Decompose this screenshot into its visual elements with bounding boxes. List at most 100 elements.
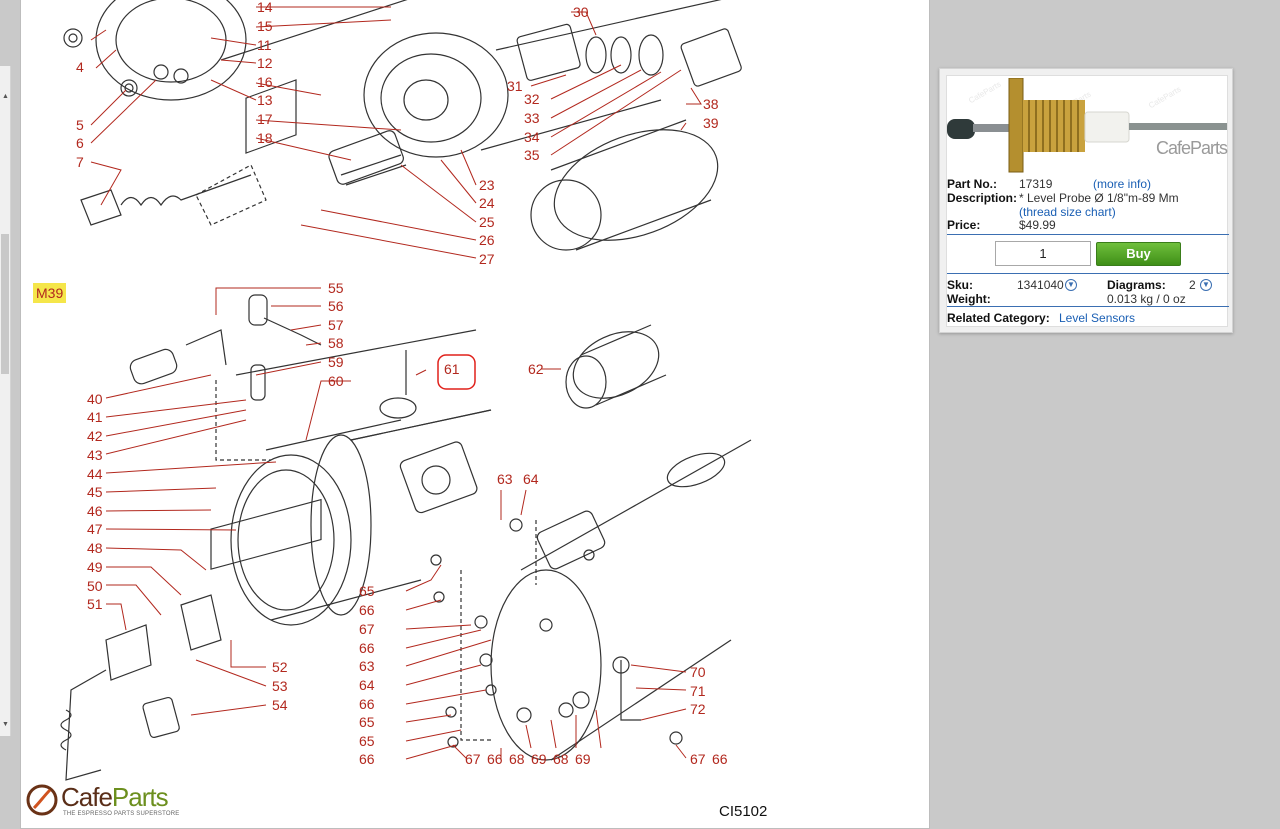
- svg-text:32: 32: [524, 91, 540, 107]
- related-category-label: Related Category:: [947, 311, 1050, 325]
- section-label: M39: [33, 283, 67, 303]
- svg-text:59: 59: [328, 354, 344, 370]
- svg-text:50: 50: [87, 578, 103, 594]
- diagrams-count: 2: [1189, 278, 1196, 292]
- description-label: Description:: [947, 191, 1018, 205]
- svg-text:43: 43: [87, 447, 103, 463]
- divider: [947, 306, 1229, 307]
- highlighted-part-61: [437, 354, 476, 390]
- svg-text:4: 4: [76, 59, 84, 75]
- sku-expand-icon[interactable]: ▼: [1065, 279, 1077, 291]
- weight-label: Weight:: [947, 292, 991, 306]
- thread-size-chart-link[interactable]: (thread size chart): [1019, 205, 1116, 219]
- image-brand-logo: CafeParts: [1155, 138, 1228, 158]
- svg-text:48: 48: [87, 540, 103, 556]
- svg-text:65: 65: [359, 733, 375, 749]
- product-details: CafeParts CafeParts CafeParts CafeParts …: [946, 75, 1229, 327]
- diagrams-label: Diagrams:: [1107, 278, 1166, 292]
- quantity-input[interactable]: [995, 241, 1091, 266]
- svg-text:67: 67: [465, 751, 481, 767]
- svg-text:54: 54: [272, 697, 288, 713]
- svg-text:69: 69: [575, 751, 591, 767]
- diagrams-expand-icon[interactable]: ▼: [1200, 279, 1212, 291]
- svg-text:71: 71: [690, 683, 706, 699]
- level-probe-illustration: [947, 78, 1227, 173]
- product-image[interactable]: CafeParts CafeParts CafeParts CafeParts: [947, 78, 1229, 176]
- svg-text:44: 44: [87, 466, 103, 482]
- svg-text:56: 56: [328, 298, 344, 314]
- sku-label: Sku:: [947, 278, 974, 292]
- svg-text:38: 38: [703, 96, 719, 112]
- logo-tagline: THE ESPRESSO PARTS SUPERSTORE: [63, 811, 180, 817]
- svg-text:66: 66: [359, 640, 375, 656]
- scroll-down-icon[interactable]: ▼: [2, 721, 9, 728]
- svg-text:65: 65: [359, 583, 375, 599]
- svg-text:42: 42: [87, 428, 103, 444]
- svg-text:15: 15: [257, 18, 273, 34]
- svg-text:33: 33: [524, 110, 540, 126]
- svg-text:66: 66: [359, 696, 375, 712]
- svg-text:24: 24: [479, 195, 495, 211]
- divider: [947, 234, 1229, 235]
- svg-text:66: 66: [487, 751, 503, 767]
- diagram-code: CI5102: [719, 803, 768, 820]
- svg-text:67: 67: [359, 621, 375, 637]
- diagram-linework: [60, 0, 752, 781]
- svg-text:55: 55: [328, 280, 344, 296]
- svg-text:35: 35: [524, 147, 540, 163]
- svg-text:26: 26: [479, 232, 495, 248]
- svg-text:62: 62: [528, 361, 544, 377]
- svg-text:67: 67: [690, 751, 706, 767]
- svg-text:34: 34: [524, 129, 540, 145]
- more-info-link[interactable]: (more info): [1093, 177, 1152, 191]
- svg-text:68: 68: [553, 751, 569, 767]
- logo-wordmark-parts: Parts: [111, 782, 169, 812]
- svg-text:64: 64: [359, 677, 375, 693]
- svg-text:58: 58: [328, 335, 344, 351]
- weight-value: 0.013 kg / 0 oz: [1107, 292, 1186, 306]
- svg-text:66: 66: [359, 751, 375, 767]
- svg-text:14: 14: [257, 0, 273, 15]
- svg-text:47: 47: [87, 521, 103, 537]
- svg-text:64: 64: [523, 471, 539, 487]
- svg-text:61: 61: [444, 361, 460, 377]
- svg-text:18: 18: [257, 130, 273, 146]
- part-no-value: 17319: [1019, 177, 1053, 191]
- svg-text:65: 65: [359, 714, 375, 730]
- svg-text:27: 27: [479, 251, 495, 267]
- svg-text:72: 72: [690, 701, 706, 717]
- related-category-link[interactable]: Level Sensors: [1059, 311, 1136, 325]
- svg-text:68: 68: [509, 751, 525, 767]
- svg-text:52: 52: [272, 659, 288, 675]
- svg-text:30: 30: [573, 4, 589, 20]
- svg-text:25: 25: [479, 214, 495, 230]
- svg-text:11: 11: [257, 37, 272, 53]
- svg-text:69: 69: [531, 751, 547, 767]
- logo-wordmark-cafe: Cafe: [61, 782, 113, 812]
- svg-text:13: 13: [257, 92, 273, 108]
- svg-text:49: 49: [87, 559, 103, 575]
- svg-text:17: 17: [257, 111, 273, 127]
- svg-text:63: 63: [359, 658, 375, 674]
- svg-text:12: 12: [257, 55, 273, 71]
- scroll-up-icon[interactable]: ▲: [2, 93, 9, 100]
- description-value: * Level Probe Ø 1/8"m-89 Mm: [1019, 191, 1179, 205]
- svg-text:70: 70: [690, 664, 706, 680]
- svg-text:46: 46: [87, 503, 103, 519]
- cafeparts-logo: CafeParts THE ESPRESSO PARTS SUPERSTORE: [26, 782, 186, 822]
- svg-text:53: 53: [272, 678, 288, 694]
- svg-text:41: 41: [87, 409, 103, 425]
- svg-text:7: 7: [76, 154, 84, 170]
- svg-text:5: 5: [76, 117, 84, 133]
- svg-text:31: 31: [507, 78, 523, 94]
- svg-text:66: 66: [712, 751, 728, 767]
- svg-text:16: 16: [257, 74, 273, 90]
- page-scrollbar[interactable]: ▲ ▼: [0, 66, 11, 736]
- scroll-thumb[interactable]: [1, 234, 9, 374]
- svg-text:63: 63: [497, 471, 513, 487]
- buy-button[interactable]: Buy: [1096, 242, 1181, 266]
- svg-text:23: 23: [479, 177, 495, 193]
- svg-text:57: 57: [328, 317, 344, 333]
